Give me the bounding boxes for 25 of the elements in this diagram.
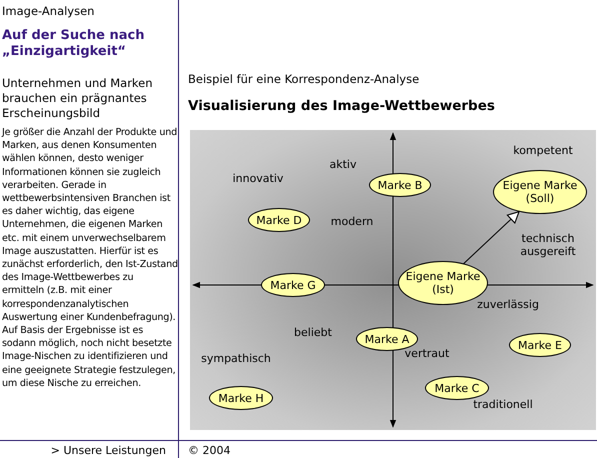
brand-ellipse: Marke A: [356, 327, 418, 351]
brand-ellipse: Marke C: [425, 376, 489, 400]
brand-ellipse: Marke D: [248, 208, 310, 232]
diagram-title: Visualisierung des Image-Wettbewerbes: [188, 98, 495, 114]
attribute-label: modern: [330, 215, 374, 228]
attribute-label: sympathisch: [201, 352, 271, 365]
brand-ellipse: Eigene Marke (Soll): [493, 170, 587, 214]
subheading: Unternehmen und Marken brauchen ein prägnantes Erscheinungsbild: [2, 76, 154, 121]
body-paragraph: Je größer die Anzahl der Produkte und Marken, aus denen Konsumenten wählen können, desto weniger Informationen können sie zugleich verarbeiten. Gerade in wettbewerbsintensiven Branchen ist es daher wichtig, das eigene Unternehmen, die eigenen Marken etc. mit einem unverwechselbarem Image auszustatten. Hierfür ist es zunächst erforderlich, den Ist-Zustand des Image-Wettbewerbes zu ermitteln (z.B. mit einer korrespondenzanalytischen Auswertung einer Kundenbefragung). Auf Basis der Ergebnisse ist es sodann möglich, noch nicht besetzte Image-Nischen zu identifizieren und eine geeignete Strategie festzulegen, um diese Nische zu erreichen.: [2, 126, 178, 390]
section-label: Image-Analysen: [2, 4, 96, 18]
attribute-label: technisch ausgereift: [519, 232, 577, 258]
attribute-label: kompetent: [513, 144, 573, 157]
subtitle: Beispiel für eine Korrespondenz-Analyse: [188, 72, 420, 86]
attribute-label: aktiv: [330, 158, 356, 171]
attribute-label: beliebt: [294, 326, 332, 339]
brand-ellipse: Marke E: [509, 333, 571, 357]
brand-ellipse: Marke B: [369, 173, 431, 197]
heading: Auf der Suche nach „Einzigartigkeit“: [2, 28, 146, 60]
link: > Unsere Leistungen: [50, 444, 166, 457]
copyright-note: © 2004: [188, 444, 232, 457]
arrow: [463, 211, 520, 264]
brand-ellipse: Marke H: [209, 386, 273, 410]
attribute-label: traditionell: [473, 398, 533, 411]
attribute-label: innovativ: [232, 172, 284, 185]
brand-ellipse: Marke G: [261, 273, 325, 297]
